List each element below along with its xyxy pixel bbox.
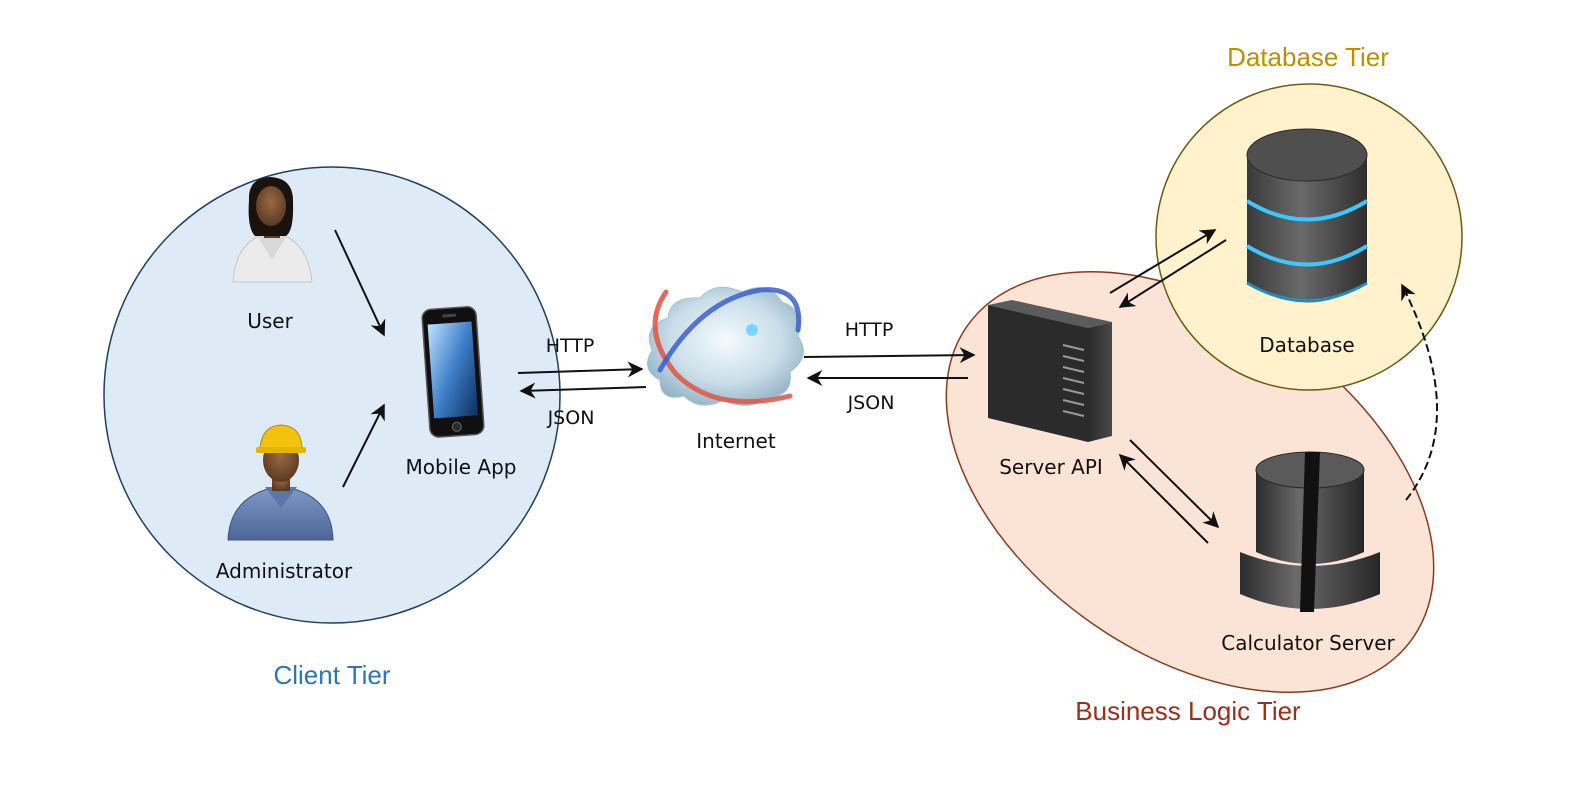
arrow-server-api-to-calculator-server [1129,439,1220,529]
calculator-server-label: Calculator Server [1221,631,1395,655]
administrator-label: Administrator [216,559,353,583]
internet-label: Internet [696,429,776,453]
http-label-left: HTTP [546,335,595,357]
client-tier-region [103,166,561,624]
user-avatar-icon [232,177,313,283]
arrow-calculator-server-to-server-api [1118,453,1209,544]
administrator-avatar-icon [227,424,334,541]
cloud-globe-icon [647,286,804,406]
arrow-mobile-app-to-internet [517,361,644,378]
database-icon [1245,128,1369,303]
database-label: Database [1259,333,1354,357]
mobile-app-label: Mobile App [405,455,516,479]
database-tier-label: Database Tier [1227,42,1389,72]
arrow-internet-to-mobile-app [519,382,647,399]
arrow-server-api-to-database [1109,229,1217,294]
business-logic-tier-label: Business Logic Tier [1075,696,1301,726]
json-label-right: JSON [847,392,895,414]
calculator-server-icon [1240,451,1380,612]
server-tower-icon [988,300,1112,442]
arrow-database-to-server-api [1118,239,1227,308]
arrow-calculator-server-to-database [1401,283,1438,501]
client-tier-label: Client Tier [273,660,390,690]
smartphone-icon [421,306,485,438]
arrow-administrator-to-mobile-app [342,403,385,488]
user-label: User [247,309,293,333]
arrow-internet-to-server-api [803,347,976,364]
json-label-left: JSON [547,407,595,429]
arrow-user-to-mobile-app [334,229,386,337]
server-api-label: Server API [999,455,1103,479]
http-label-right: HTTP [845,319,894,341]
